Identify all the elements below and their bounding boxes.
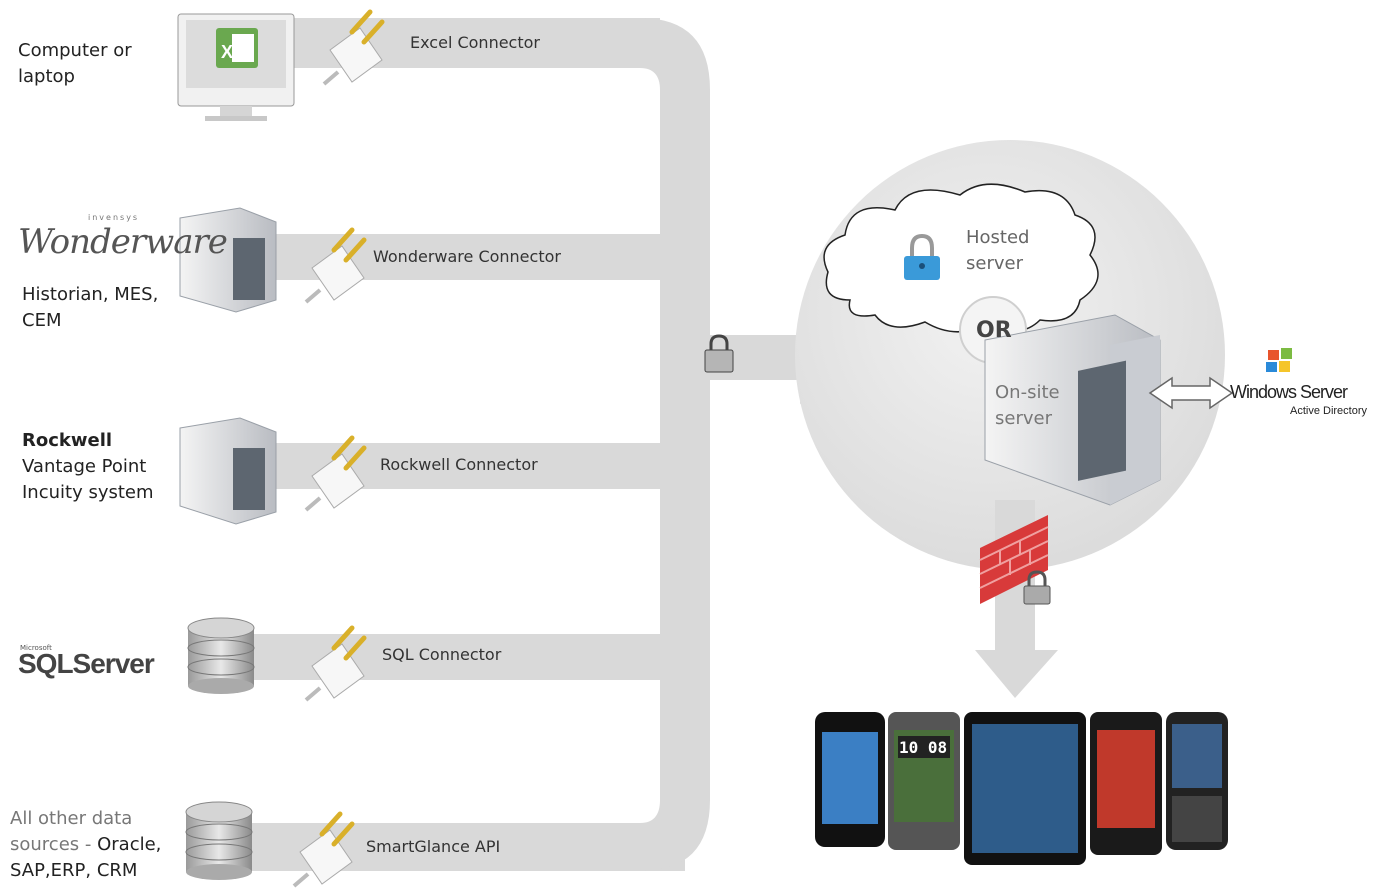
other-sources-oracle: Oracle, [97, 834, 162, 855]
rockwell-connector-label: Rockwell Connector [380, 455, 538, 474]
rockwell-label-line: Incuity system [22, 482, 154, 503]
svg-text:X: X [221, 42, 233, 62]
computer-label-line: Computer or [18, 40, 132, 61]
onsite-server-label: On-site server [995, 380, 1060, 432]
smartphone-icon [888, 712, 960, 850]
onsite-server-line: On-site [995, 382, 1060, 403]
smartglance-api-label: SmartGlance API [366, 837, 501, 856]
smartphone-icon [815, 712, 885, 847]
onsite-server-line: server [995, 408, 1052, 429]
excel-connector-label: Excel Connector [410, 33, 540, 52]
lock-icon [1023, 570, 1051, 605]
server-tower-icon [179, 417, 277, 525]
active-directory-label: Active Directory [1290, 405, 1368, 417]
other-sources-line: All other data [10, 808, 133, 829]
hosted-server-line: server [966, 253, 1023, 274]
smartphone-icon [1166, 712, 1228, 850]
server-tower-icon [179, 207, 277, 313]
database-icon [187, 617, 255, 694]
connector-pipes [250, 18, 860, 871]
cloud-icon [823, 183, 1099, 333]
windows-logo-icon [1266, 348, 1292, 372]
other-sources-label: All other data sources - Oracle, SAP,ERP… [10, 806, 161, 884]
other-sources-line: sources - Oracle, [10, 832, 161, 858]
hosted-server-label: Hosted server [966, 225, 1029, 277]
other-sources-prefix: sources - [10, 834, 98, 855]
sql-server-logo: SQLServer [18, 648, 155, 679]
wonderware-connector-label: Wonderware Connector [373, 247, 561, 266]
other-sources-line: SAP,ERP, CRM [10, 860, 138, 881]
wonderware-label-line: Historian, MES, [22, 284, 159, 305]
or-label: OR [976, 318, 1012, 343]
wonderware-label-line: CEM [22, 310, 62, 331]
wonderware-logo-small: invensys [88, 213, 140, 222]
plug-icon [304, 227, 367, 304]
windows-server-label: Windows Server [1230, 382, 1348, 402]
server-tower-icon [984, 314, 1161, 506]
plug-icon [292, 811, 355, 888]
phone-clock: 10 08 [899, 738, 948, 757]
excel-icon: X [216, 28, 258, 68]
computer-label-line: laptop [18, 66, 75, 87]
rockwell-label-line: Vantage Point [22, 456, 147, 477]
lock-icon [904, 233, 940, 280]
firewall-icon [979, 515, 1049, 604]
sql-connector-label: SQL Connector [382, 645, 502, 664]
plug-icon [304, 435, 367, 512]
rockwell-label: Rockwell Vantage Point Incuity system [22, 428, 154, 506]
lock-icon [704, 334, 734, 373]
sql-server-logo-small: Microsoft [20, 644, 52, 652]
database-icon [185, 801, 253, 880]
wonderware-label: Historian, MES, CEM [22, 282, 158, 334]
plug-icon [322, 9, 385, 86]
double-arrow [1148, 376, 1234, 410]
smartphone-icon [1090, 712, 1162, 855]
hosted-server-line: Hosted [966, 227, 1030, 248]
rockwell-title: Rockwell [22, 430, 113, 451]
computer-label: Computer or laptop [18, 38, 132, 90]
wonderware-logo: Wonderware [18, 222, 228, 262]
tablet-icon [964, 712, 1086, 865]
plug-icon [304, 625, 367, 702]
